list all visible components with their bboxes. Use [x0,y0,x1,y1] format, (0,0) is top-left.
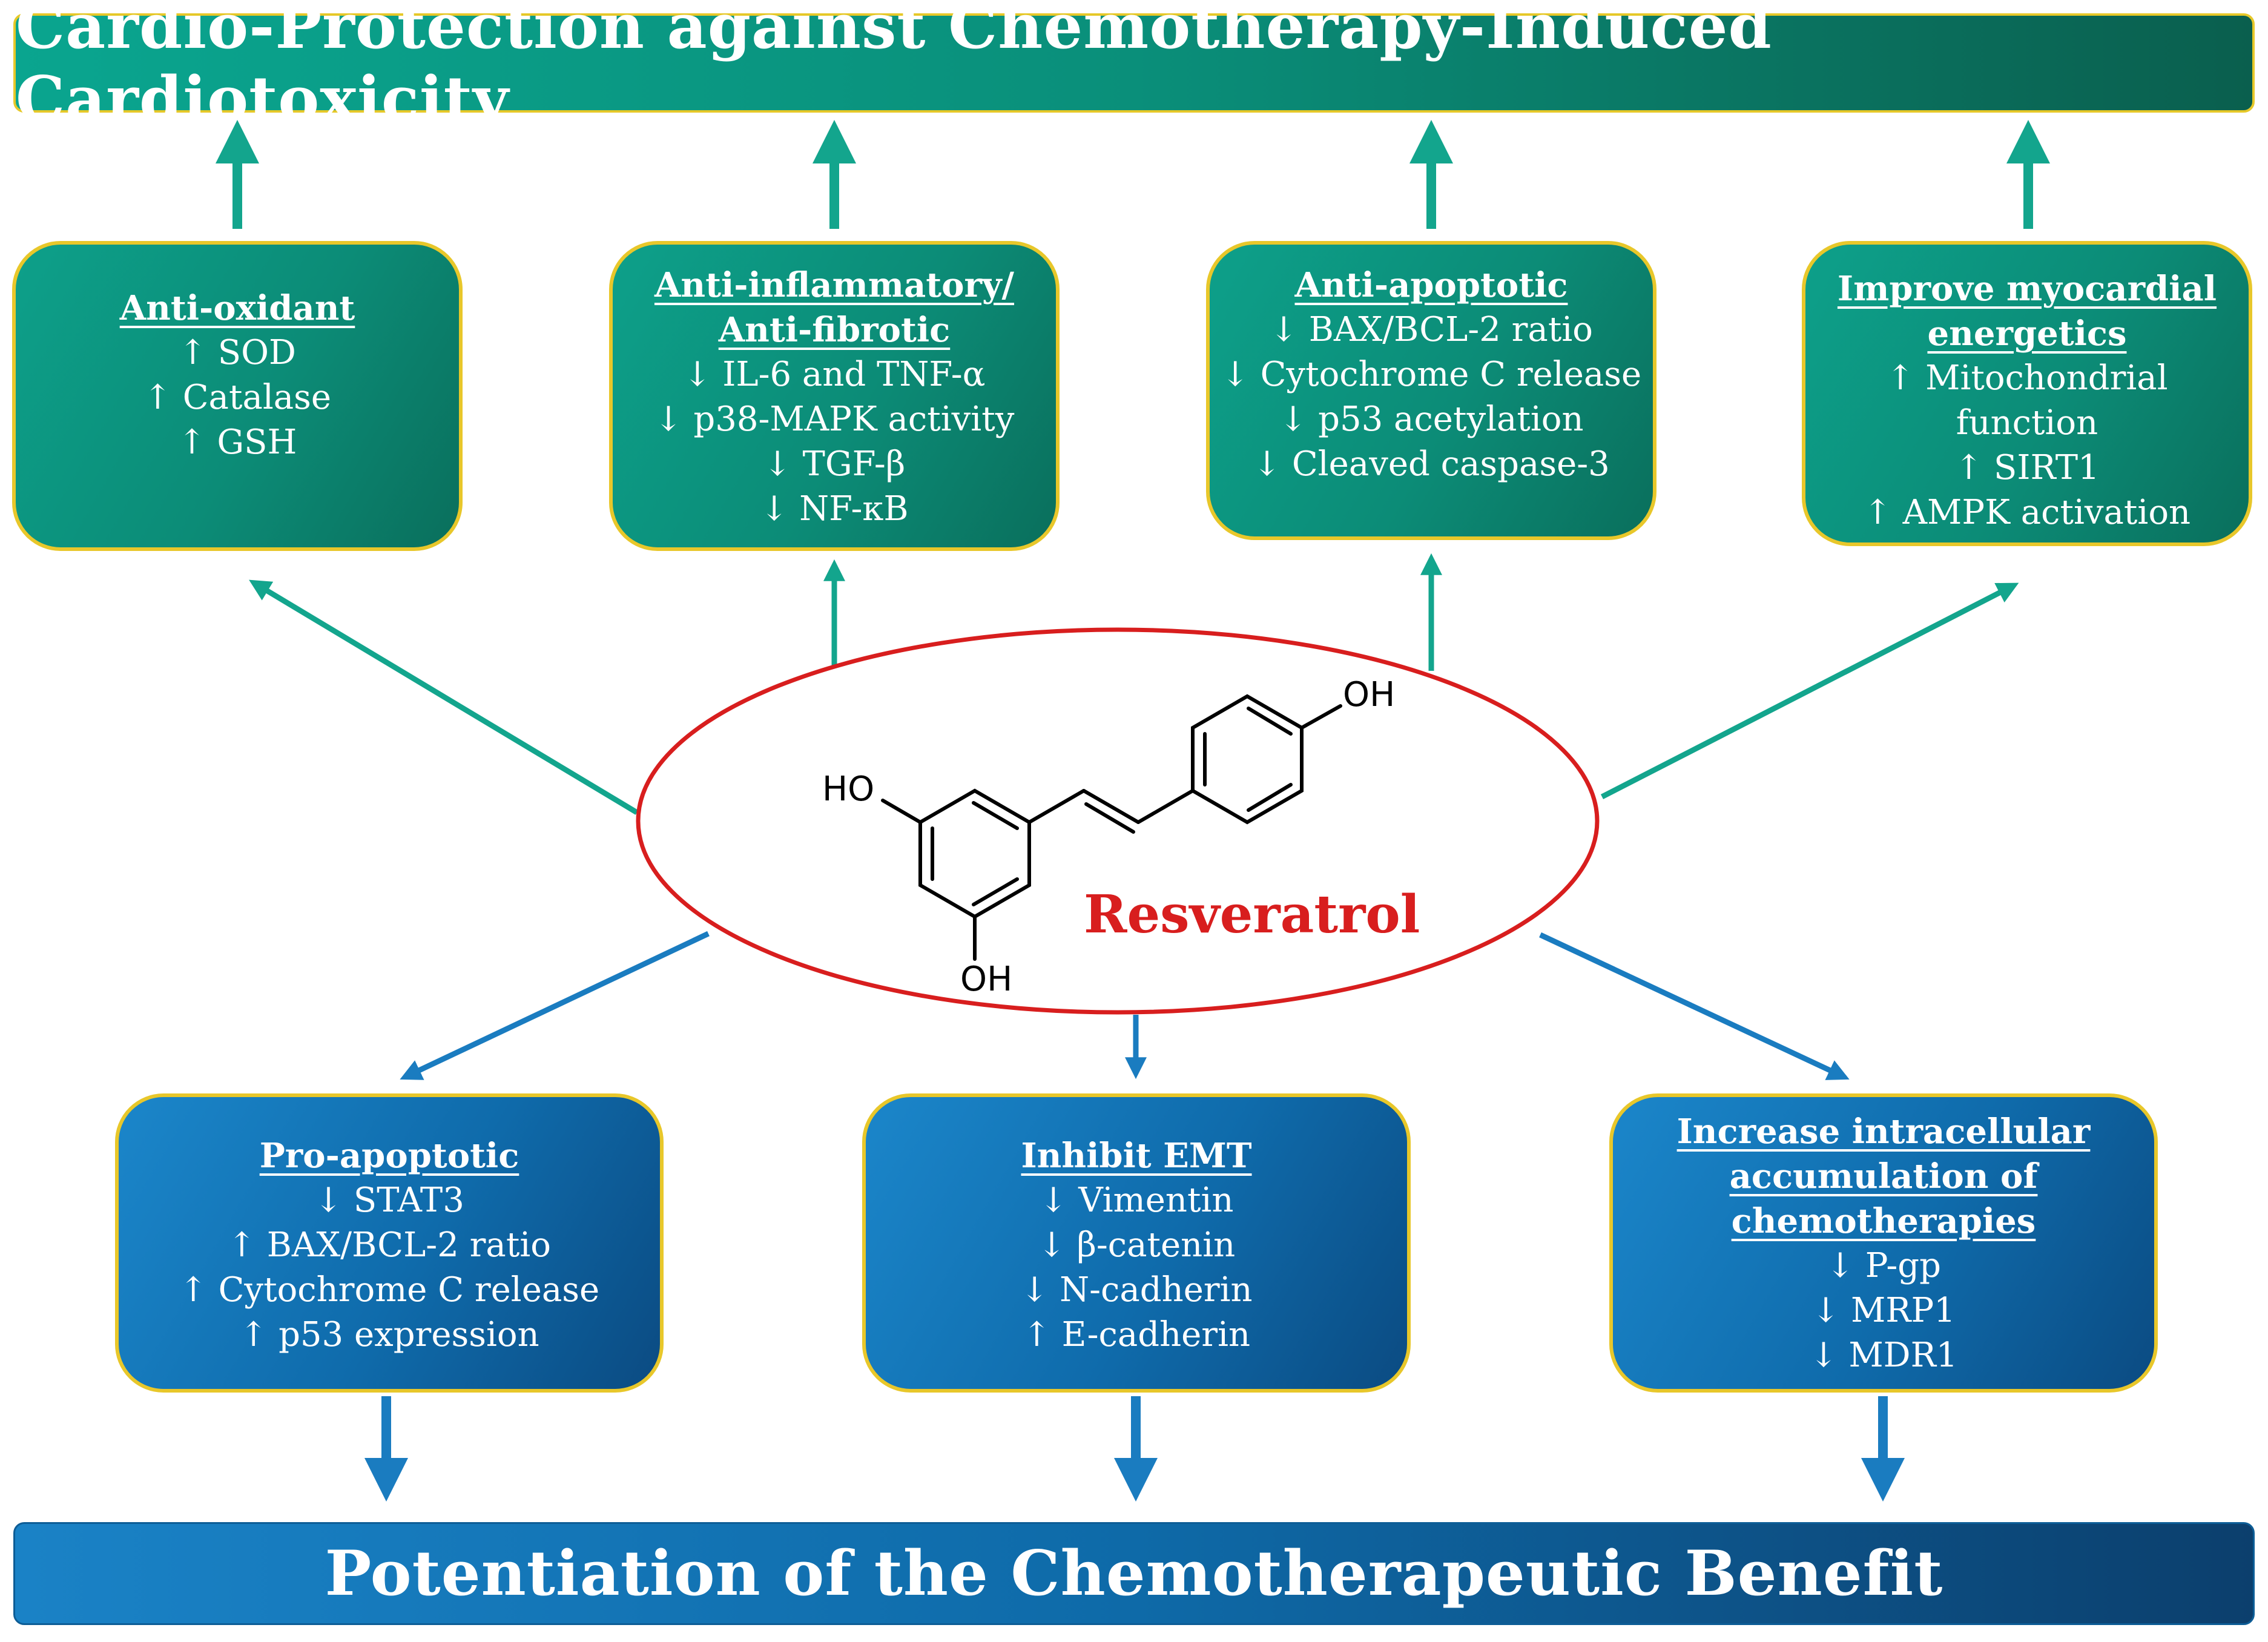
atom-oh-bottom: OH [960,960,1012,999]
resveratrol-label: Resveratrol [1084,884,1420,945]
box-item: function [1956,403,2098,443]
atom-oh-top: OH [1343,675,1395,714]
box-heading: Improve myocardial [1837,269,2217,309]
box-item: ↓ IL-6 and TNF-α [683,355,986,394]
box-item: ↑ GSH [177,423,297,462]
box-item: ↓ Vimentin [1039,1181,1234,1220]
box-item: ↓ MDR1 [1809,1336,1958,1375]
box-item: ↓ Cytochrome C release [1221,355,1642,394]
box-item: ↓ p53 acetylation [1279,400,1584,439]
box-heading: chemotherapies [1731,1201,2036,1241]
box-heading: Pro-apoptotic [259,1136,519,1176]
antiapoptotic-box: Anti-apoptotic ↓ BAX/BCL-2 ratio ↓ Cytoc… [1206,241,1656,540]
box-item: ↑ AMPK activation [1863,493,2191,532]
arrow-to-antioxidant [249,579,639,815]
box-item: ↓ STAT3 [314,1181,464,1220]
proapoptotic-box: Pro-apoptotic ↓ STAT3 ↑ BAX/BCL-2 ratio … [115,1093,664,1393]
box-item: ↓ BAX/BCL-2 ratio [1270,310,1593,349]
box-heading: Inhibit EMT [1021,1136,1252,1176]
antiinflammatory-box: Anti-inflammatory/ Anti-fibrotic ↓ IL-6 … [609,241,1060,551]
box-item: ↓ MRP1 [1811,1291,1956,1330]
box-item: ↓ p38-MAPK activity [654,400,1015,439]
cardio-protection-banner: Cardio-Protection against Chemotherapy-I… [13,0,2255,136]
box-item: ↓ P-gp [1826,1246,1941,1285]
box-item: ↑ SOD [179,333,296,372]
box-item: ↑ Catalase [143,378,332,417]
box-heading: Anti-inflammatory/ [654,265,1015,305]
box-item: ↓ N-cadherin [1020,1270,1253,1310]
box-item: ↓ Cleaved caspase-3 [1253,444,1610,484]
box-heading: accumulation of [1729,1156,2038,1196]
box-item: ↑ SIRT1 [1954,448,2100,487]
box-heading: Anti-fibrotic [718,310,951,350]
box-heading: energetics [1927,314,2127,354]
resveratrol-structure [881,694,1342,961]
box-item: ↓ NF-κB [760,489,909,529]
arrow-to-accumulation [1539,932,1850,1080]
box-item: ↓ TGF-β [763,444,906,484]
box-item: ↑ E-cadherin [1022,1315,1251,1354]
chemotherapeutic-benefit-banner: Potentiation of the Chemotherapeutic Ben… [13,1522,2255,1625]
box-item: ↑ Mitochondrial [1886,358,2168,398]
arrow-to-proapoptotic [400,931,710,1080]
inhibit-emt-box: Inhibit EMT ↓ Vimentin ↓ β-catenin ↓ N-c… [862,1093,1411,1393]
antioxidant-box: Anti-oxidant ↑ SOD ↑ Catalase ↑ GSH [12,241,463,551]
arrow-to-energetics [1600,582,2019,800]
atom-ho-left: HO [822,770,874,809]
box-item: ↑ p53 expression [239,1315,539,1354]
energetics-box: Improve myocardial energetics ↑ Mitochon… [1802,241,2252,546]
box-item: ↑ Cytochrome C release [179,1270,600,1310]
box-heading: Anti-apoptotic [1294,265,1568,305]
box-item: ↓ β-catenin [1037,1225,1236,1265]
box-heading: Increase intracellular [1676,1112,2091,1152]
accumulation-box: Increase intracellular accumulation of c… [1609,1093,2158,1393]
box-heading: Anti-oxidant [119,288,355,328]
box-item: ↑ BAX/BCL-2 ratio [228,1225,551,1265]
